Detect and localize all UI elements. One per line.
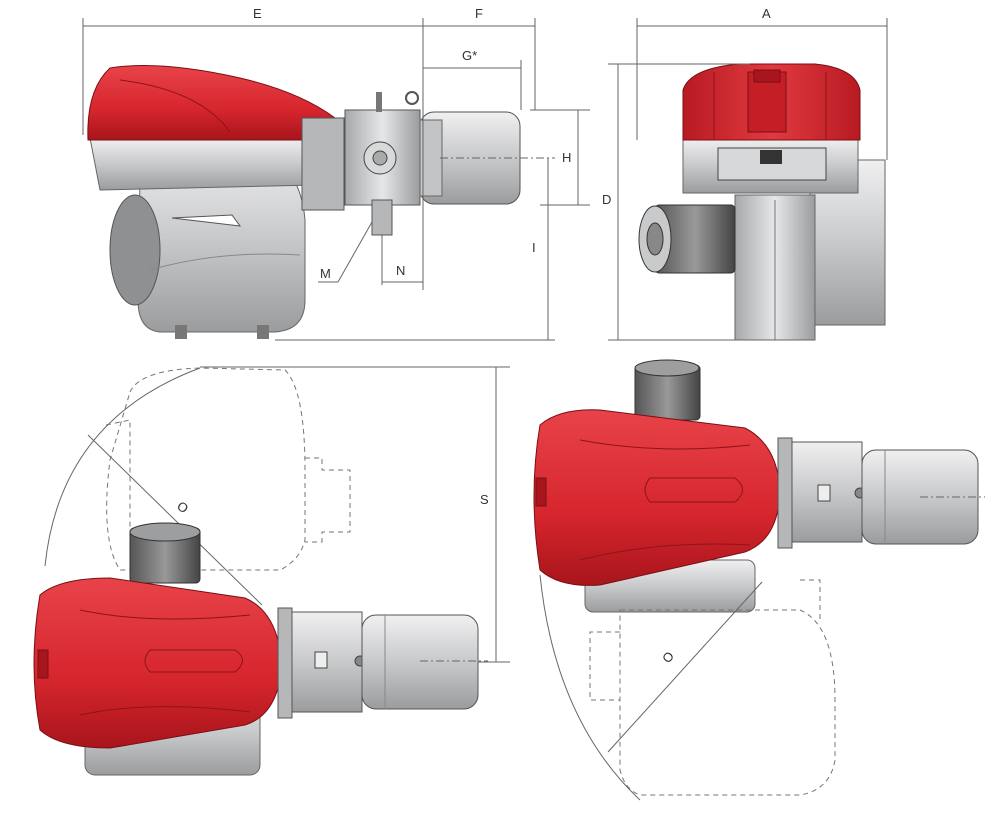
foot-right bbox=[257, 325, 269, 339]
dim-label-I: I bbox=[532, 240, 536, 255]
ghost-position-right bbox=[619, 609, 836, 796]
burner-body bbox=[89, 137, 316, 191]
front-view-dimensions: A D bbox=[602, 6, 888, 341]
side-view bbox=[87, 65, 555, 339]
red-cover-top-right bbox=[533, 409, 781, 586]
front-view bbox=[638, 63, 886, 341]
dim-label-M: M bbox=[320, 266, 331, 281]
top-view-swing-left: O S bbox=[33, 366, 510, 776]
fan-back bbox=[109, 194, 161, 306]
swing-arc-left bbox=[44, 367, 201, 567]
dim-label-E: E bbox=[253, 6, 262, 21]
dim-label-D: D bbox=[602, 192, 611, 207]
dim-label-A: A bbox=[762, 6, 771, 21]
dim-label-O-left: O bbox=[174, 498, 191, 516]
blast-tube-top-left bbox=[361, 614, 479, 710]
top-view-swing-right: O bbox=[533, 359, 985, 801]
swing-arc-right bbox=[539, 574, 641, 801]
red-cover-top-left bbox=[33, 577, 283, 749]
dim-label-F: F bbox=[475, 6, 483, 21]
flange-plate bbox=[301, 117, 345, 211]
dim-label-N: N bbox=[396, 263, 405, 278]
foot-left bbox=[175, 325, 187, 339]
dim-label-S: S bbox=[480, 492, 489, 507]
red-cover-side bbox=[87, 65, 336, 141]
dim-label-G: G* bbox=[462, 48, 477, 63]
dim-label-O-right: O bbox=[659, 648, 677, 666]
dim-label-H: H bbox=[562, 150, 571, 165]
ghost-position-left bbox=[106, 367, 306, 571]
side-view-dimensions: E F G* H I N M bbox=[82, 6, 590, 341]
air-inlet-slot bbox=[171, 214, 242, 227]
